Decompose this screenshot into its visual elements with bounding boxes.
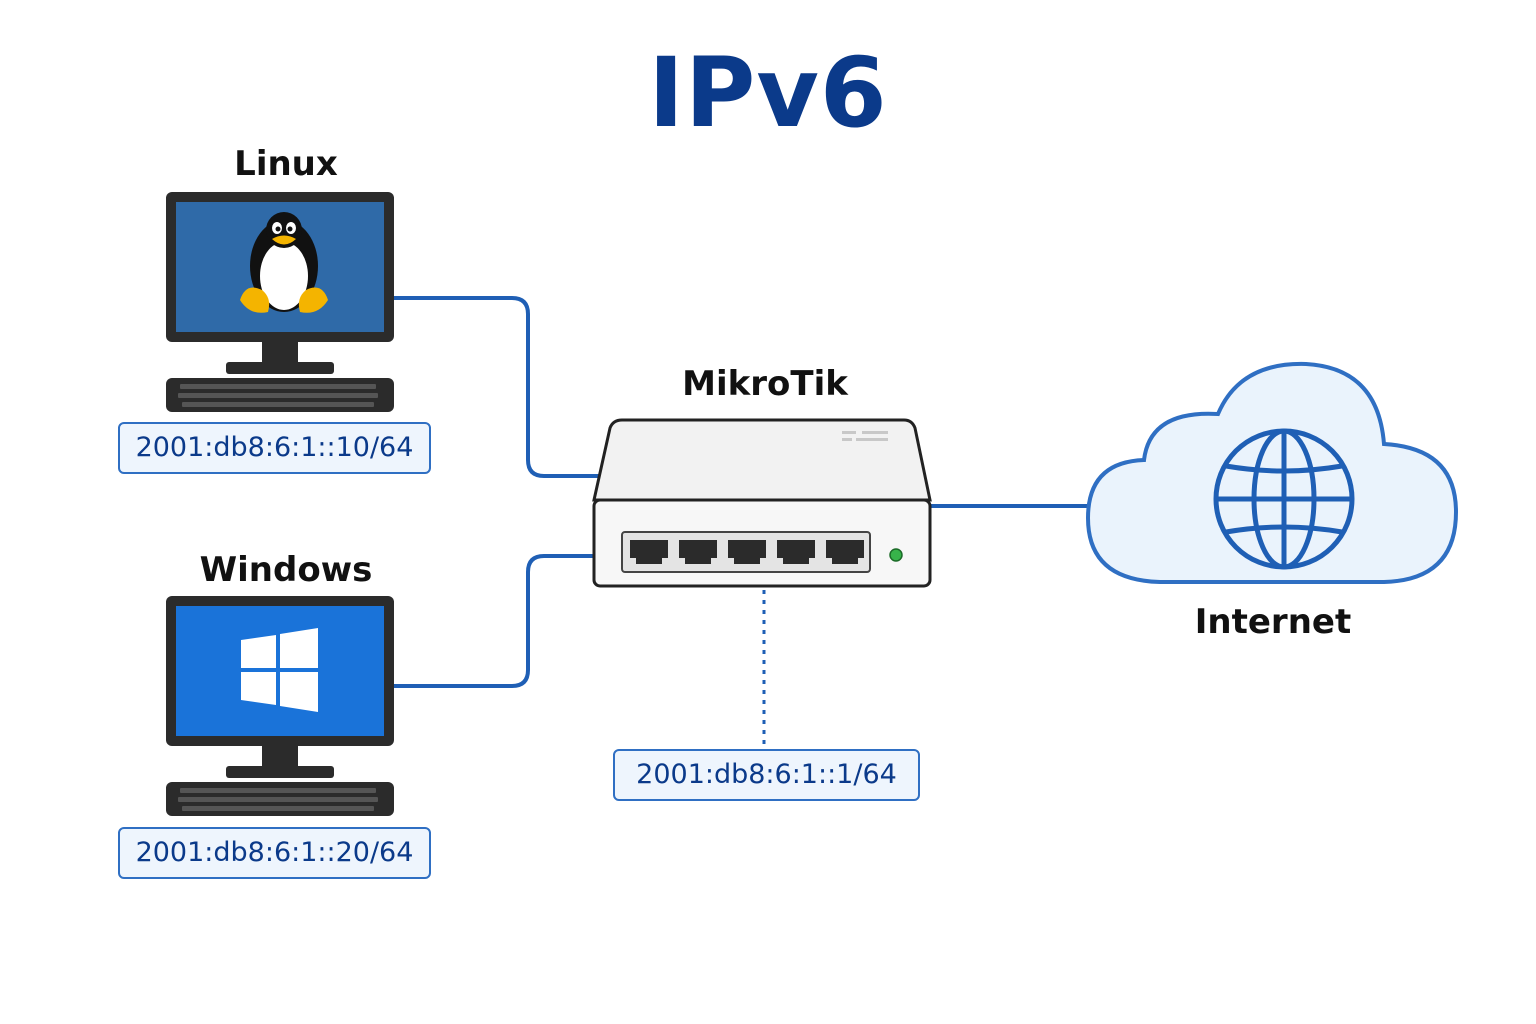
ethernet-port: [728, 540, 766, 564]
ethernet-port: [679, 540, 717, 564]
router-label: MikroTik: [682, 364, 848, 404]
diagram-title: IPv6: [648, 37, 888, 149]
windows-computer: [166, 596, 394, 816]
internet-label: Internet: [1194, 602, 1352, 642]
link-linux-router: [393, 296, 600, 478]
windows-screen: [176, 606, 384, 736]
router-address: 2001:db8:6:1::1/64: [613, 749, 920, 801]
internet-cloud: [1085, 361, 1459, 584]
tux-penguin-icon: [240, 212, 328, 313]
router-ports: [630, 540, 864, 564]
ethernet-port: [826, 540, 864, 564]
windows-logo-icon: [241, 628, 318, 712]
link-windows-router: [393, 554, 600, 688]
ethernet-port: [630, 540, 668, 564]
mikrotik-router: [592, 418, 932, 588]
windows-label: Windows: [199, 550, 373, 590]
linux-computer: [166, 192, 394, 412]
globe-icon: [1213, 428, 1355, 570]
windows-address: 2001:db8:6:1::20/64: [118, 827, 431, 879]
linux-label: Linux: [234, 144, 338, 184]
router-status-led: [889, 548, 903, 562]
ethernet-port: [777, 540, 815, 564]
linux-address: 2001:db8:6:1::10/64: [118, 422, 431, 474]
